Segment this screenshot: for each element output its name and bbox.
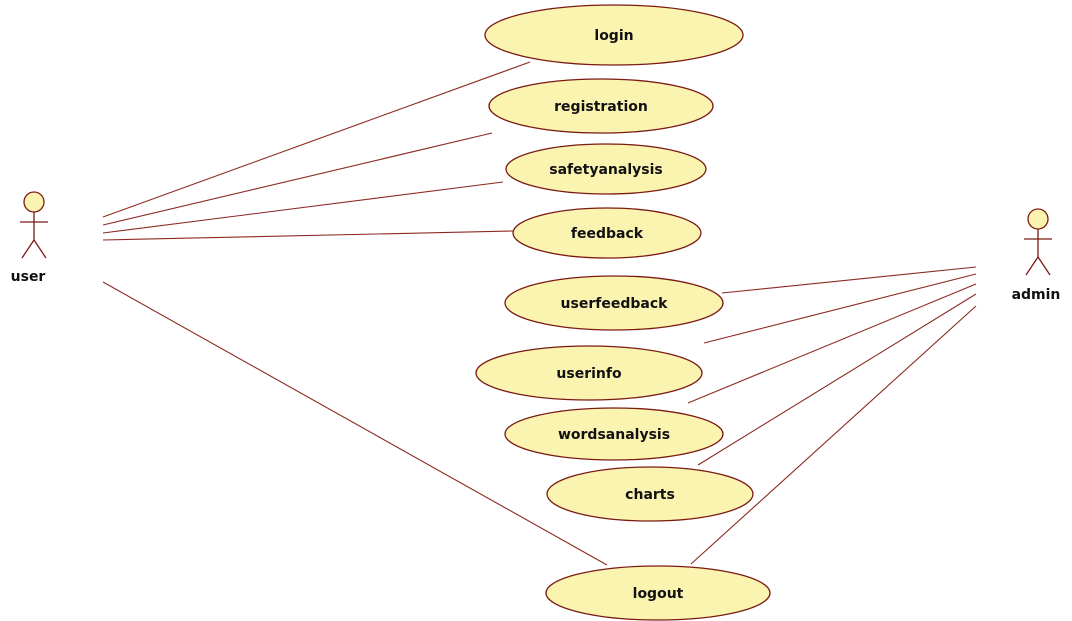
usecase-registration-label: registration [554, 99, 648, 115]
assoc-user-logout [102, 281, 608, 566]
usecase-feedback-label: feedback [571, 226, 644, 242]
usecase-wordsanalysis[interactable]: wordsanalysis [504, 407, 724, 461]
usecase-safetyanalysis-label: safetyanalysis [549, 162, 662, 178]
usecase-userinfo[interactable]: userinfo [475, 345, 703, 401]
assoc-user-safetyanalysis [102, 181, 504, 234]
assoc-admin-userinfo [703, 273, 977, 344]
usecase-login[interactable]: login [484, 4, 744, 66]
assoc-user-feedback [102, 230, 514, 241]
usecase-userfeedback-label: userfeedback [561, 296, 669, 312]
usecase-logout[interactable]: logout [545, 565, 771, 621]
user-associations [102, 61, 608, 566]
usecase-wordsanalysis-label: wordsanalysis [558, 427, 670, 443]
user-actor-icon [20, 191, 48, 259]
assoc-user-registration [102, 132, 493, 226]
assoc-admin-charts [697, 293, 977, 466]
usecase-feedback[interactable]: feedback [512, 207, 702, 259]
assoc-admin-logout [690, 305, 977, 565]
usecase-registration[interactable]: registration [488, 78, 714, 134]
usecase-charts[interactable]: charts [546, 466, 754, 522]
usecase-logout-label: logout [633, 586, 684, 602]
usecase-safetyanalysis[interactable]: safetyanalysis [505, 143, 707, 195]
usecase-userfeedback[interactable]: userfeedback [504, 275, 724, 331]
usecase-charts-label: charts [625, 487, 675, 503]
assoc-admin-wordsanalysis [687, 283, 977, 404]
assoc-user-login [102, 61, 531, 218]
usecase-userinfo-label: userinfo [556, 366, 622, 382]
admin-associations [687, 266, 977, 565]
actor-user[interactable]: user [11, 191, 48, 285]
admin-actor-icon [1024, 208, 1052, 276]
actor-admin[interactable]: admin [1012, 208, 1061, 303]
actor-user-label: user [11, 269, 46, 285]
actor-admin-label: admin [1012, 287, 1061, 303]
assoc-admin-userfeedback [721, 266, 977, 294]
usecase-login-label: login [594, 28, 633, 44]
